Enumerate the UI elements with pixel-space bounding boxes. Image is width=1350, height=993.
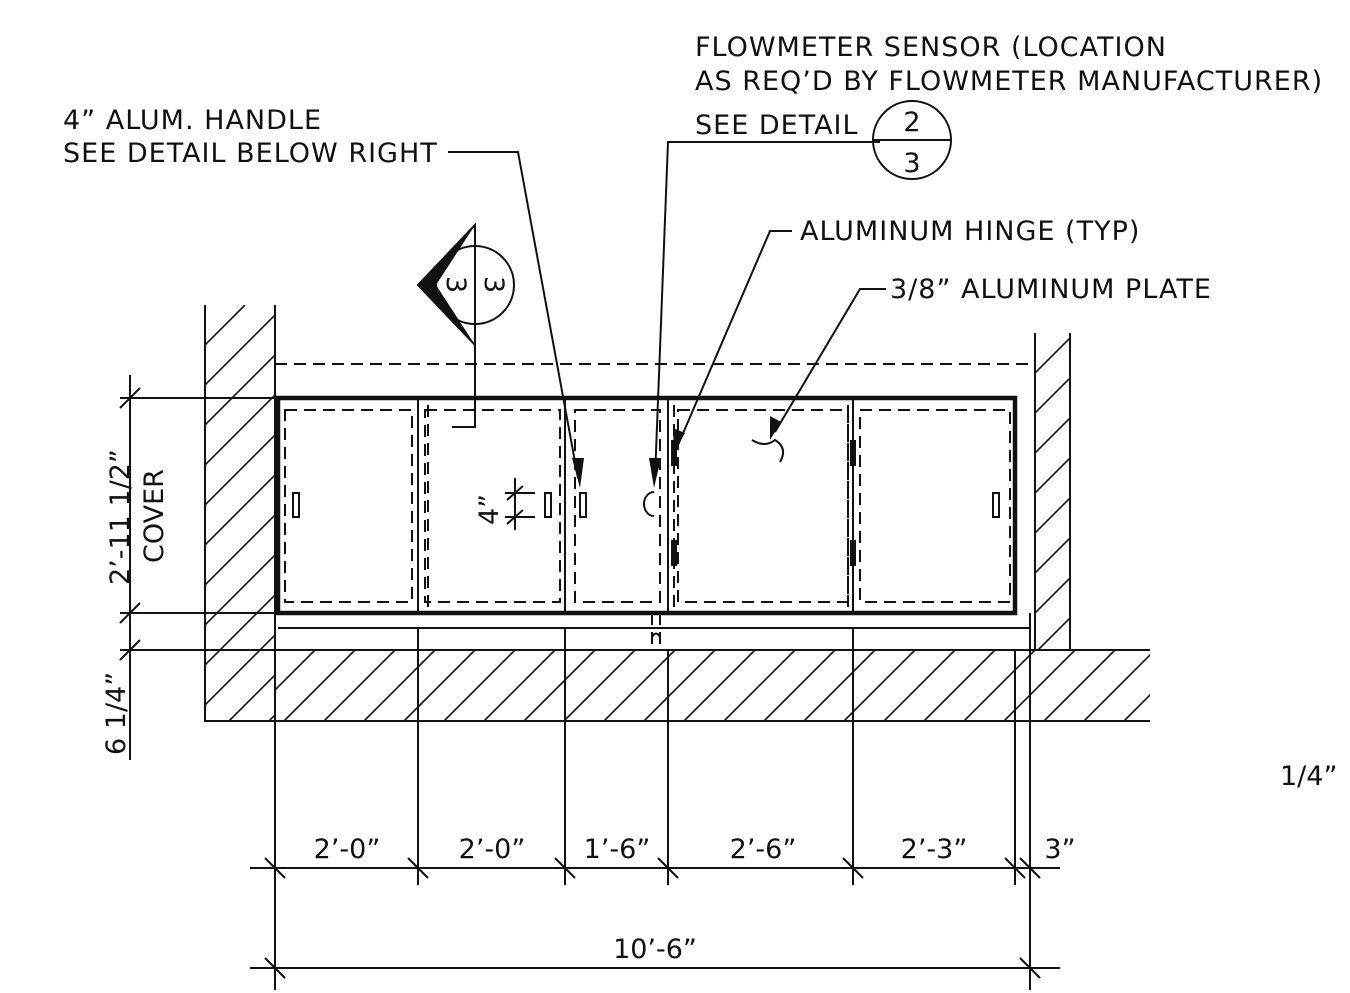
detail-bubble: 2 3: [872, 100, 952, 180]
plate-label: 3/8” ALUMINUM PLATE: [890, 274, 1212, 305]
handle-label-line1: 4” ALUM. HANDLE: [63, 105, 322, 136]
plate-squiggle: [751, 438, 785, 463]
handle-size-label: 4”: [474, 494, 505, 525]
detail-number-bottom: 3: [903, 148, 920, 179]
see-detail-label: SEE DETAIL: [695, 110, 859, 141]
flowmeter-label-line2: AS REQ’D BY FLOWMETER MANUFACTURER): [695, 66, 1323, 97]
hinge-marks: [671, 440, 856, 566]
flowmeter-label-line1: FLOWMETER SENSOR (LOCATION: [695, 32, 1167, 63]
handle-icon: [992, 492, 1000, 518]
handle-dimension: 4”: [474, 478, 535, 530]
dim-seg-1: 2’-0”: [314, 834, 381, 865]
flowmeter-sensor-icon: [643, 491, 655, 517]
right-wall: [1034, 333, 1071, 650]
horizontal-dimensions: 2’-0” 2’-0” 1’-6” 2’-6” 2’-3” 3” 10’-6”: [250, 613, 1076, 990]
dim-seg-5: 2’-3”: [901, 834, 968, 865]
dim-seg-2: 2’-0”: [459, 834, 526, 865]
hinge-icon: [850, 540, 856, 566]
section-label-right: 3: [478, 276, 509, 293]
hinge-icon: [850, 440, 856, 466]
dim-total: 10’-6”: [613, 934, 697, 965]
dim-seg-6: 3”: [1044, 834, 1075, 865]
leader-lines: [448, 141, 886, 488]
detail-number-top: 2: [903, 107, 920, 138]
handle-icon: [544, 492, 552, 518]
hinge-label: ALUMINUM HINGE (TYP): [800, 216, 1140, 247]
vertical-dimensions: 2’-11 1/2” COVER 6 1/4”: [101, 375, 275, 760]
panel-dividers: [417, 398, 854, 613]
handle-icon: [579, 492, 587, 518]
bottom-wall: [275, 649, 1150, 722]
cover-plate-outline: [275, 395, 1018, 616]
scale-note: 1/4”: [1280, 761, 1337, 792]
panel-dashed-frames: [284, 405, 1011, 608]
handle-label-line2: SEE DETAIL BELOW RIGHT: [63, 138, 438, 169]
left-wall: [204, 305, 276, 722]
section-label-left: 3: [440, 276, 471, 293]
ledge-dim-label: 6 1/4”: [101, 672, 132, 755]
handle-icons: [292, 492, 1000, 518]
handle-icon: [292, 492, 300, 518]
dim-seg-4: 2’-6”: [730, 834, 797, 865]
ledge-lines: [278, 613, 1031, 650]
cover-height-label: 2’-11 1/2”: [105, 449, 136, 585]
hinge-icon: [671, 540, 677, 566]
cover-label: COVER: [139, 469, 170, 563]
dim-seg-3: 1’-6”: [584, 834, 651, 865]
hinge-icon: [671, 440, 677, 466]
section-marker: 3 3: [416, 222, 515, 428]
